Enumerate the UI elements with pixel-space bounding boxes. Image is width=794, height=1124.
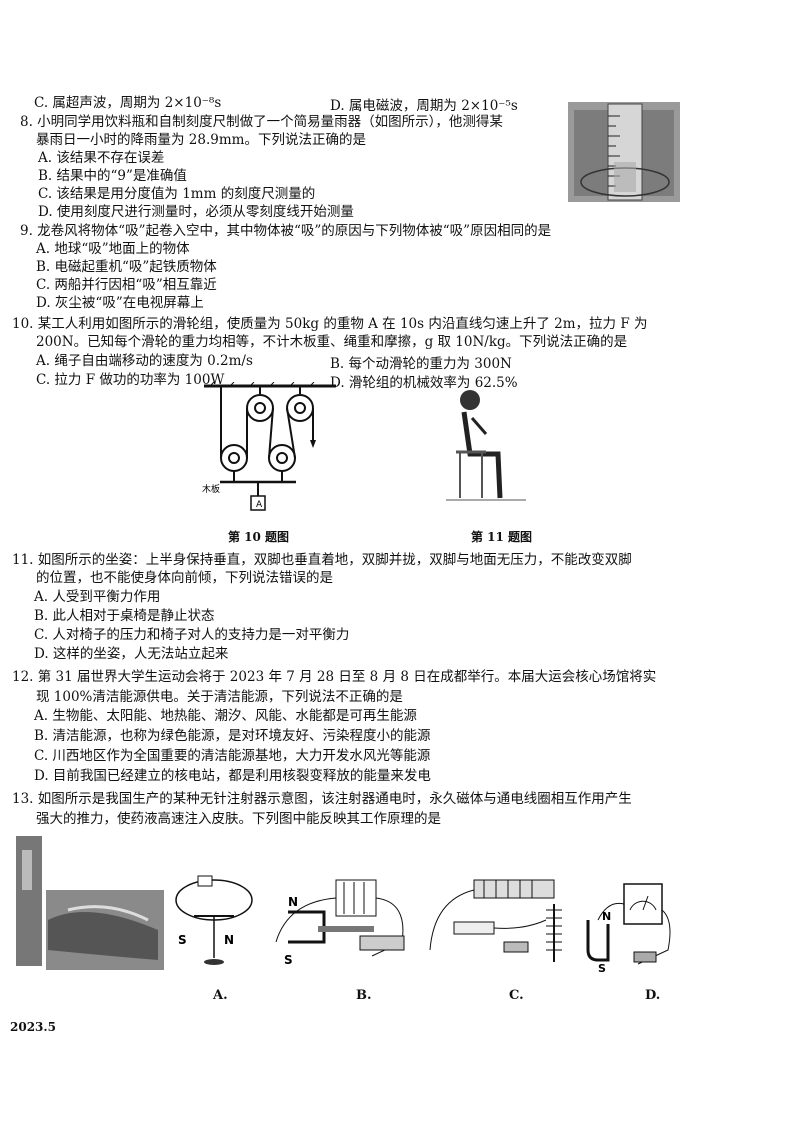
q10-option-b: B. 每个动滑轮的重力为 300N <box>330 356 512 372</box>
q8-option-b: B. 结果中的“9”是准确值 <box>38 168 187 184</box>
q12-stem-line1: 12. 第 31 届世界大学生运动会将于 2023 年 7 月 28 日至 8 … <box>12 669 657 685</box>
q11-option-b: B. 此人相对于桌椅是静止状态 <box>34 608 215 624</box>
option-a-pole-s: S <box>178 933 187 947</box>
q11-option-d: D. 这样的坐姿，人无法站立起来 <box>34 646 229 662</box>
q9-option-d: D. 灰尘被“吸”在电视屏幕上 <box>36 295 204 311</box>
q8-stem-line2: 暴雨日一小时的降雨量为 28.9mm。下列说法正确的是 <box>36 132 366 148</box>
q7-option-c: C. 属超声波，周期为 2×10⁻⁸s <box>34 95 222 111</box>
option-a-diagram: S N <box>175 875 253 965</box>
q8-option-c: C. 该结果是用分度值为 1mm 的刻度尺测量的 <box>38 186 316 202</box>
sitting-posture-diagram <box>446 390 526 501</box>
option-d-diagram: N S <box>586 883 671 975</box>
needleless-syringe-photo <box>8 830 168 970</box>
q12-stem-line2: 现 100%清洁能源供电。关于清洁能源，下列说法不正确的是 <box>36 689 403 705</box>
fig10-caption: 第 10 题图 <box>228 530 290 544</box>
q9-option-b: B. 电磁起重机“吸”起铁质物体 <box>36 259 217 275</box>
q9-stem: 9. 龙卷风将物体“吸”起卷入空中，其中物体被“吸”的原因与下列物体被“吸”原因… <box>20 223 552 239</box>
q8-option-d: D. 使用刻度尺进行测量时，必须从零刻度线开始测量 <box>38 204 354 220</box>
fig11-caption: 第 11 题图 <box>471 530 533 544</box>
q12-option-c: C. 川西地区作为全国重要的清洁能源基地，大力开发水风光等能源 <box>34 748 431 764</box>
footer-date: 2023.5 <box>10 1020 56 1034</box>
q7-option-d: D. 属电磁波，周期为 2×10⁻⁵s <box>330 98 518 114</box>
q13-stem-line2: 强大的推力，使药液高速注入皮肤。下列图中能反映其工作原理的是 <box>36 811 441 827</box>
q12-option-d: D. 目前我国已经建立的核电站，都是利用核裂变释放的能量来发电 <box>34 768 431 784</box>
q8-option-a: A. 该结果不存在误差 <box>38 150 165 166</box>
option-d-label: D. <box>645 988 661 1003</box>
option-d-pole-s: S <box>598 962 606 975</box>
pulley-board-label: 木板 <box>202 483 220 495</box>
q10-option-d: D. 滑轮组的机械效率为 62.5% <box>330 375 518 391</box>
q11-stem-line1: 11. 如图所示的坐姿：上半身保持垂直，双脚也垂直着地，双脚并拢，双脚与地面无压… <box>12 552 632 568</box>
pulley-diagram: A 木板 <box>202 382 336 511</box>
option-c-diagram <box>429 879 562 962</box>
q8-stem-line1: 8. 小明同学用饮料瓶和自制刻度尺制做了一个简易量雨器（如图所示），他测得某 <box>20 114 503 130</box>
q10-stem-line1: 10. 某工人利用如图所示的滑轮组，使质量为 50kg 的重物 A 在 10s … <box>12 316 648 332</box>
q12-option-a: A. 生物能、太阳能、地热能、潮汐、风能、水能都是可再生能源 <box>34 708 417 724</box>
q11-stem-line2: 的位置，也不能使身体向前倾，下列说法错误的是 <box>36 570 333 586</box>
option-b-pole-n: N <box>288 895 298 909</box>
q13-stem-line1: 13. 如图所示是我国生产的某种无针注射器示意图，该注射器通电时，永久磁体与通电… <box>12 791 632 807</box>
q11-option-c: C. 人对椅子的压力和椅子对人的支持力是一对平衡力 <box>34 627 350 643</box>
q10-option-c: C. 拉力 F 做功的功率为 100W <box>36 372 225 388</box>
option-b-label: B. <box>356 988 372 1003</box>
option-b-diagram: N S <box>275 879 405 967</box>
q12-option-b: B. 清洁能源，也称为绿色能源，是对环境友好、污染程度小的能源 <box>34 728 431 744</box>
option-d-pole-n: N <box>602 910 611 923</box>
q9-option-c: C. 两船并行因相“吸”相互靠近 <box>36 277 217 293</box>
option-a-label: A. <box>213 988 228 1003</box>
option-a-pole-n: N <box>224 933 234 947</box>
rain-gauge-photo <box>568 102 680 202</box>
q9-option-a: A. 地球“吸”地面上的物体 <box>36 241 190 257</box>
q11-option-a: A. 人受到平衡力作用 <box>34 589 161 605</box>
option-b-pole-s: S <box>284 953 293 967</box>
q10-stem-line2: 200N。已知每个滑轮的重力均相等，不计木板重、绳重和摩擦，g 取 10N/kg… <box>36 334 628 350</box>
option-c-label: C. <box>509 988 524 1003</box>
q10-option-a: A. 绳子自由端移动的速度为 0.2m/s <box>36 353 253 369</box>
pulley-weight-label: A <box>256 500 263 510</box>
